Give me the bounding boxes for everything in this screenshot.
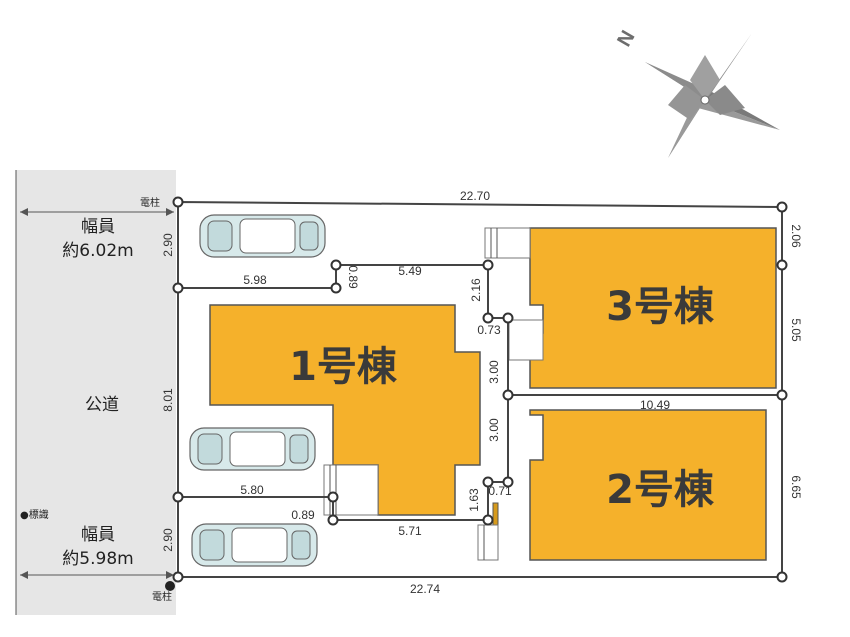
survey-points — [172, 196, 788, 583]
dim-path-top: 5.49 — [398, 264, 422, 278]
building-3-label: 3号棟 — [606, 284, 715, 330]
building-2-label: 2号棟 — [606, 467, 715, 513]
road-width-label-top: 幅員 — [81, 217, 115, 237]
road-label: 公道 — [85, 395, 119, 415]
parked-car-2 — [189, 427, 316, 471]
dim-left-bottom: 2.90 — [161, 528, 175, 552]
entrance-steps-3 — [484, 227, 531, 259]
dim-path-mid: 10.49 — [640, 398, 670, 412]
dim-path-v3: 3.00 — [487, 418, 501, 442]
utility-pole-label-bottom: 電柱 — [152, 590, 172, 603]
dim-left-mid: 8.01 — [161, 388, 175, 412]
dim-path-073: 0.73 — [477, 323, 501, 337]
compass-rose-icon: N — [613, 27, 780, 158]
road-width-label-bottom: 幅員 — [81, 525, 115, 545]
building-1-label: 1号棟 — [289, 344, 398, 390]
dim-path-071: 0.71 — [488, 484, 512, 498]
dim-path-bottom: 5.71 — [398, 524, 422, 538]
public-road — [16, 170, 176, 615]
utility-pole-bottom — [165, 581, 175, 591]
dim-drive-1: 5.98 — [243, 273, 267, 287]
parked-car-3 — [191, 523, 318, 567]
dim-drive-1-short: 0.89 — [346, 265, 360, 289]
dim-path-v2: 3.00 — [487, 360, 501, 384]
dim-right-bottom: 6.65 — [789, 475, 803, 499]
dim-drive-2: 5.80 — [240, 483, 264, 497]
road-width-value-top: 約6.02m — [62, 241, 133, 261]
parked-car-1 — [199, 214, 326, 258]
dim-top: 22.70 — [460, 189, 490, 203]
building-2 — [529, 409, 767, 561]
building-1 — [209, 304, 481, 516]
road-width-value-bottom: 約5.98m — [62, 549, 133, 569]
road-marker-label: ●標識 — [20, 508, 49, 521]
dim-right-top: 2.06 — [789, 224, 803, 248]
utility-pole-label-top: 電柱 — [140, 196, 160, 209]
dim-left-top: 2.90 — [161, 233, 175, 257]
dim-bottom: 22.74 — [410, 582, 440, 596]
dim-right-mid: 5.05 — [789, 318, 803, 342]
dim-path-v1: 2.16 — [469, 278, 483, 302]
entrance-steps-2 — [477, 524, 499, 561]
compass-north-label: N — [613, 27, 639, 51]
dim-path-v4: 1.63 — [467, 488, 481, 512]
dim-drive-2-short: 0.89 — [291, 508, 315, 522]
